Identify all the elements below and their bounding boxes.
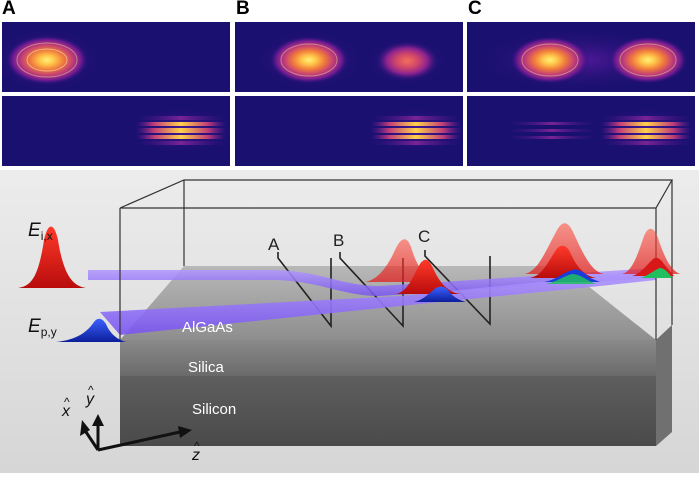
substrate-label: Silicon [192, 401, 236, 418]
core-label: AlGaAs [182, 319, 233, 336]
signal-pulse-output [546, 274, 596, 284]
panel-label-b: B [236, 0, 250, 19]
cut-label-c: C [418, 227, 430, 246]
mode-map-c-bottom [467, 96, 695, 166]
pump-field-label: Ep,y [28, 316, 57, 339]
axis-y-hat: ^ [88, 383, 94, 397]
idler-field-label: Ei,x [28, 220, 53, 243]
idler-exit-ghost [622, 228, 680, 274]
core-waveguide [100, 270, 656, 335]
idler-input-pulse [18, 226, 86, 288]
axis-z-label: z [191, 447, 200, 464]
coordinate-axes [80, 414, 192, 452]
idler-pulse-output [530, 245, 596, 278]
mode-map-a-bottom [2, 96, 230, 166]
axis-x-label: x [61, 403, 71, 420]
cut-plane-a [277, 252, 332, 329]
cladding-label: Silica [188, 359, 225, 376]
pump-input-pulse [56, 318, 126, 342]
mode-map-b-bottom [235, 96, 463, 166]
upper-waveguide [88, 268, 656, 296]
cut-label-b: B [333, 231, 344, 250]
panel-label-a: A [2, 0, 16, 19]
cut-label-a: A [268, 235, 280, 254]
panel-label-c: C [468, 0, 482, 19]
silica-layer [120, 340, 656, 376]
mode-map-a-top [2, 22, 230, 92]
waveguide-scene: A B C AlGaAs Silica Silicon Ei,x Ep,y x … [0, 170, 699, 473]
signal-exit-pulse [640, 268, 672, 278]
pump-pulse-c [414, 286, 466, 302]
mode-map-c-top [467, 22, 695, 92]
mode-map-b-top [235, 22, 463, 92]
axis-z-hat: ^ [194, 439, 200, 453]
silicon-layer [120, 376, 656, 446]
axis-x-hat: ^ [64, 395, 70, 409]
axis-y-label: y [85, 391, 95, 408]
idler-pulse-c [396, 259, 460, 294]
